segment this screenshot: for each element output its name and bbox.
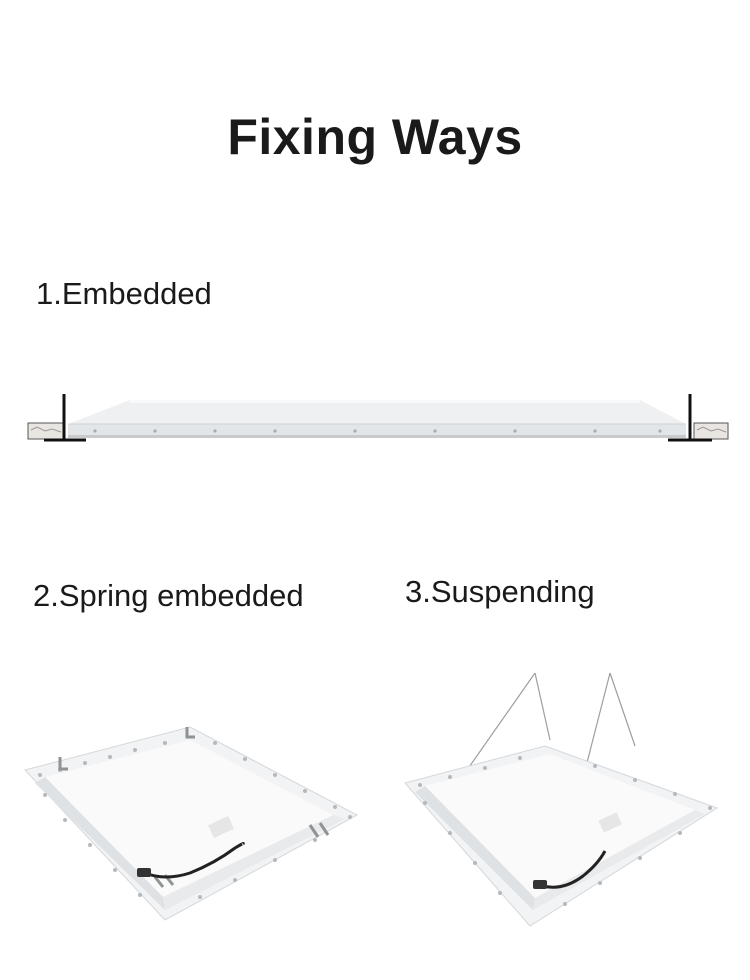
- spring-embedded-panel-image: [24, 726, 359, 921]
- method-label-suspending: 3.Suspending: [405, 574, 595, 609]
- method-label-spring-embedded: 2.Spring embedded: [33, 578, 304, 613]
- page-title: Fixing Ways: [227, 109, 523, 165]
- embedded-panel-image: [27, 394, 729, 442]
- suspending-panel-image: [404, 672, 719, 927]
- method-label-embedded: 1.Embedded: [36, 276, 212, 311]
